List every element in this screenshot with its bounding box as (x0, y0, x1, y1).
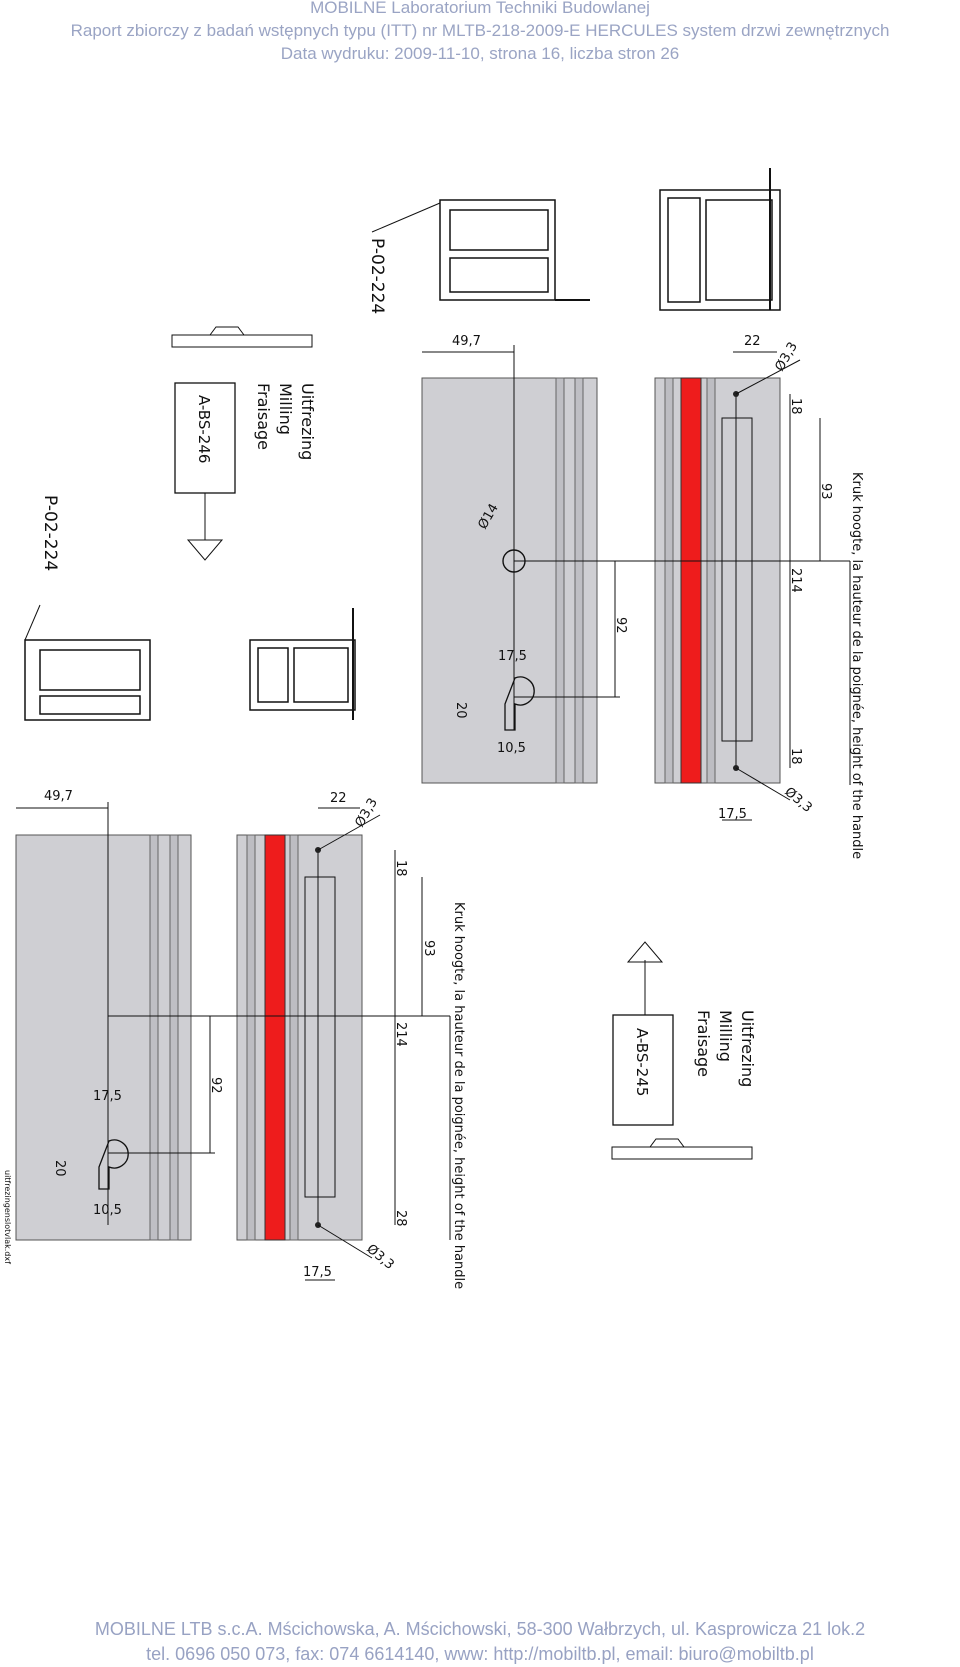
lower-dim-20: 20 (52, 1160, 67, 1177)
upper-plate (421, 377, 598, 784)
milling-note-line: Milling (716, 1010, 735, 1062)
lower-profile-strip-2 (289, 834, 299, 1241)
header-print-info: Data wydruku: 2009-11-10, strona 16, lic… (280, 44, 680, 63)
lower-dim-28: 28 (393, 1210, 408, 1227)
upper-handle-height-note: Kruk hoogte, la hauteur de la poignée, h… (849, 472, 864, 859)
lower-drawing (15, 802, 753, 1281)
upper-dim-18-top: 18 (788, 398, 803, 415)
lower-slot (304, 876, 336, 1198)
page-footer: MOBILNE LTB s.c.A. Mścichowska, A. Mścic… (0, 1617, 960, 1667)
upper-red-gasket (680, 377, 702, 784)
upper-profile-strip-2 (706, 377, 716, 784)
lower-dim-214: 214 (393, 1022, 408, 1047)
upper-dim-hole-top: Ø3,3 (772, 340, 800, 374)
leader-line (735, 359, 801, 395)
lower-dim-width: 49,7 (44, 789, 73, 804)
upper-milling-note: Uitfrezing Milling Fraisage (254, 383, 317, 460)
upper-dim-20: 20 (453, 702, 468, 719)
upper-profile-code: P-02-224 (367, 238, 387, 314)
upper-slot (721, 417, 753, 742)
upper-drawing (24, 168, 851, 821)
leader-line (371, 202, 441, 233)
lower-red-gasket (264, 834, 286, 1241)
left-profile-section (24, 639, 151, 721)
leader-line (317, 814, 381, 851)
upper-lock-plate (171, 334, 313, 348)
lower-dim-17-5-b: 17,5 (303, 1265, 332, 1280)
upper-plate-groove (555, 377, 565, 784)
lower-dim-hole-top: Ø3,3 (352, 796, 380, 830)
middle-profile-section (249, 639, 356, 711)
milling-note-line: Fraisage (254, 383, 273, 450)
lower-key-hole (98, 1139, 129, 1190)
milling-note-line: Uitfrezing (298, 383, 317, 460)
lower-milled-profile (236, 834, 363, 1241)
lower-lock-plate (611, 1146, 753, 1160)
upper-dim-214: 214 (788, 568, 803, 593)
lower-milling-note: Uitfrezing Milling Fraisage (694, 1010, 757, 1087)
lower-code-text: A-BS-245 (633, 1028, 651, 1096)
lower-plate-groove-2 (169, 834, 179, 1241)
lower-dim-93: 93 (421, 940, 436, 957)
upper-dim-10-5: 10,5 (497, 741, 526, 756)
upper-dim-93: 93 (818, 483, 833, 500)
upper-dim-17-5-b: 17,5 (718, 807, 747, 822)
upper-dim-22: 22 (744, 334, 761, 349)
upper-milled-profile (654, 377, 781, 784)
lower-plate-groove (149, 834, 159, 1241)
upper-dim-92: 92 (613, 617, 628, 634)
header-lab-name: MOBILNE Laboratorium Techniki Budowlanej (310, 0, 650, 17)
lower-dim-17-5: 17,5 (93, 1089, 122, 1104)
leader-line (317, 1224, 373, 1259)
lower-dim-92: 92 (208, 1077, 223, 1094)
lock-plate-detail (209, 326, 245, 336)
lower-dim-22: 22 (330, 791, 347, 806)
upper-dim-17-5: 17,5 (498, 649, 527, 664)
page-header: MOBILNE Laboratorium Techniki Budowlanej… (0, 0, 960, 65)
lower-code-box (612, 1014, 674, 1126)
milling-note-line: Fraisage (694, 1010, 713, 1077)
milling-note-line: Uitfrezing (738, 1010, 757, 1087)
upper-dim-18-bottom: 18 (788, 748, 803, 765)
upper-dim-width: 49,7 (452, 334, 481, 349)
header-report-title: Raport zbiorczy z badań wstępnych typu (… (70, 21, 890, 40)
upper-profile-strip (664, 377, 674, 784)
milling-note-line: Milling (276, 383, 295, 435)
upper-plate-groove-2 (574, 377, 584, 784)
upper-dim-hole-bottom: Ø3,3 (781, 785, 814, 816)
upper-left-profile-section (439, 199, 556, 301)
lower-handle-height-note: Kruk hoogte, la hauteur de la poignée, h… (451, 902, 466, 1289)
upper-code-text: A-BS-246 (195, 395, 213, 463)
footer-contact: tel. 0696 050 073, fax: 074 6614140, www… (146, 1644, 814, 1664)
leader-line (24, 604, 41, 641)
lower-dim-10-5: 10,5 (93, 1203, 122, 1218)
footer-company-address: MOBILNE LTB s.c.A. Mścichowska, A. Mścic… (94, 1619, 866, 1639)
file-label: uitfrezingenslotvlak.dxf (3, 1170, 12, 1264)
leader-line (735, 767, 791, 801)
lower-arrow (626, 941, 664, 963)
left-profile-code: P-02-224 (40, 495, 60, 571)
upper-profile-section (659, 189, 781, 311)
lower-lock-plate-detail (649, 1138, 685, 1148)
lower-plate (15, 834, 192, 1241)
lower-dim-18: 18 (393, 860, 408, 877)
upper-arrow (186, 539, 224, 561)
lower-profile-strip (246, 834, 256, 1241)
lower-dim-hole-bottom: Ø3,3 (363, 1242, 396, 1273)
